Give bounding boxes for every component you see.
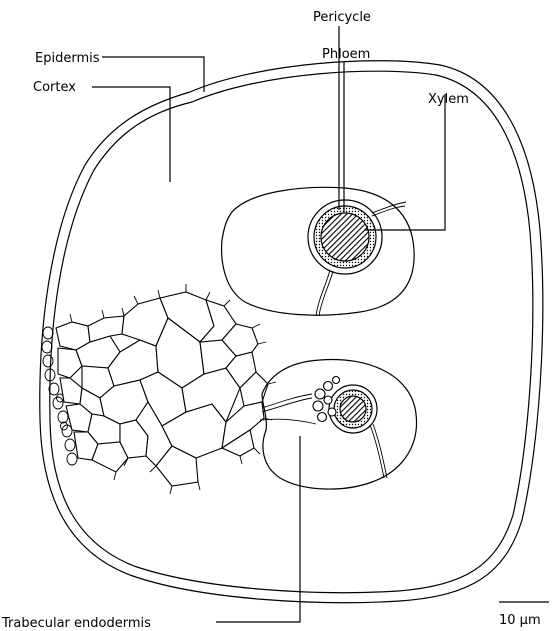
trabecular-endodermis-cells (313, 377, 340, 422)
xylem-leader (365, 94, 445, 230)
cortex-label: Cortex (33, 80, 76, 95)
phloem-label: Phloem (322, 47, 370, 62)
scale-bar-label: 10 μm (499, 613, 541, 628)
cortex-parenchyma (56, 292, 268, 486)
lower-xylem (340, 396, 366, 422)
epidermis-label: Epidermis (35, 51, 100, 66)
pericycle-label: Pericycle (313, 10, 371, 25)
upper-xylem (321, 213, 369, 261)
cortex-leader (92, 87, 170, 182)
xylem-label: Xylem (428, 92, 469, 107)
trabecular-endodermis-leader (216, 436, 300, 622)
trabecular-endodermis-label: Trabecular endodermis (1, 616, 151, 631)
